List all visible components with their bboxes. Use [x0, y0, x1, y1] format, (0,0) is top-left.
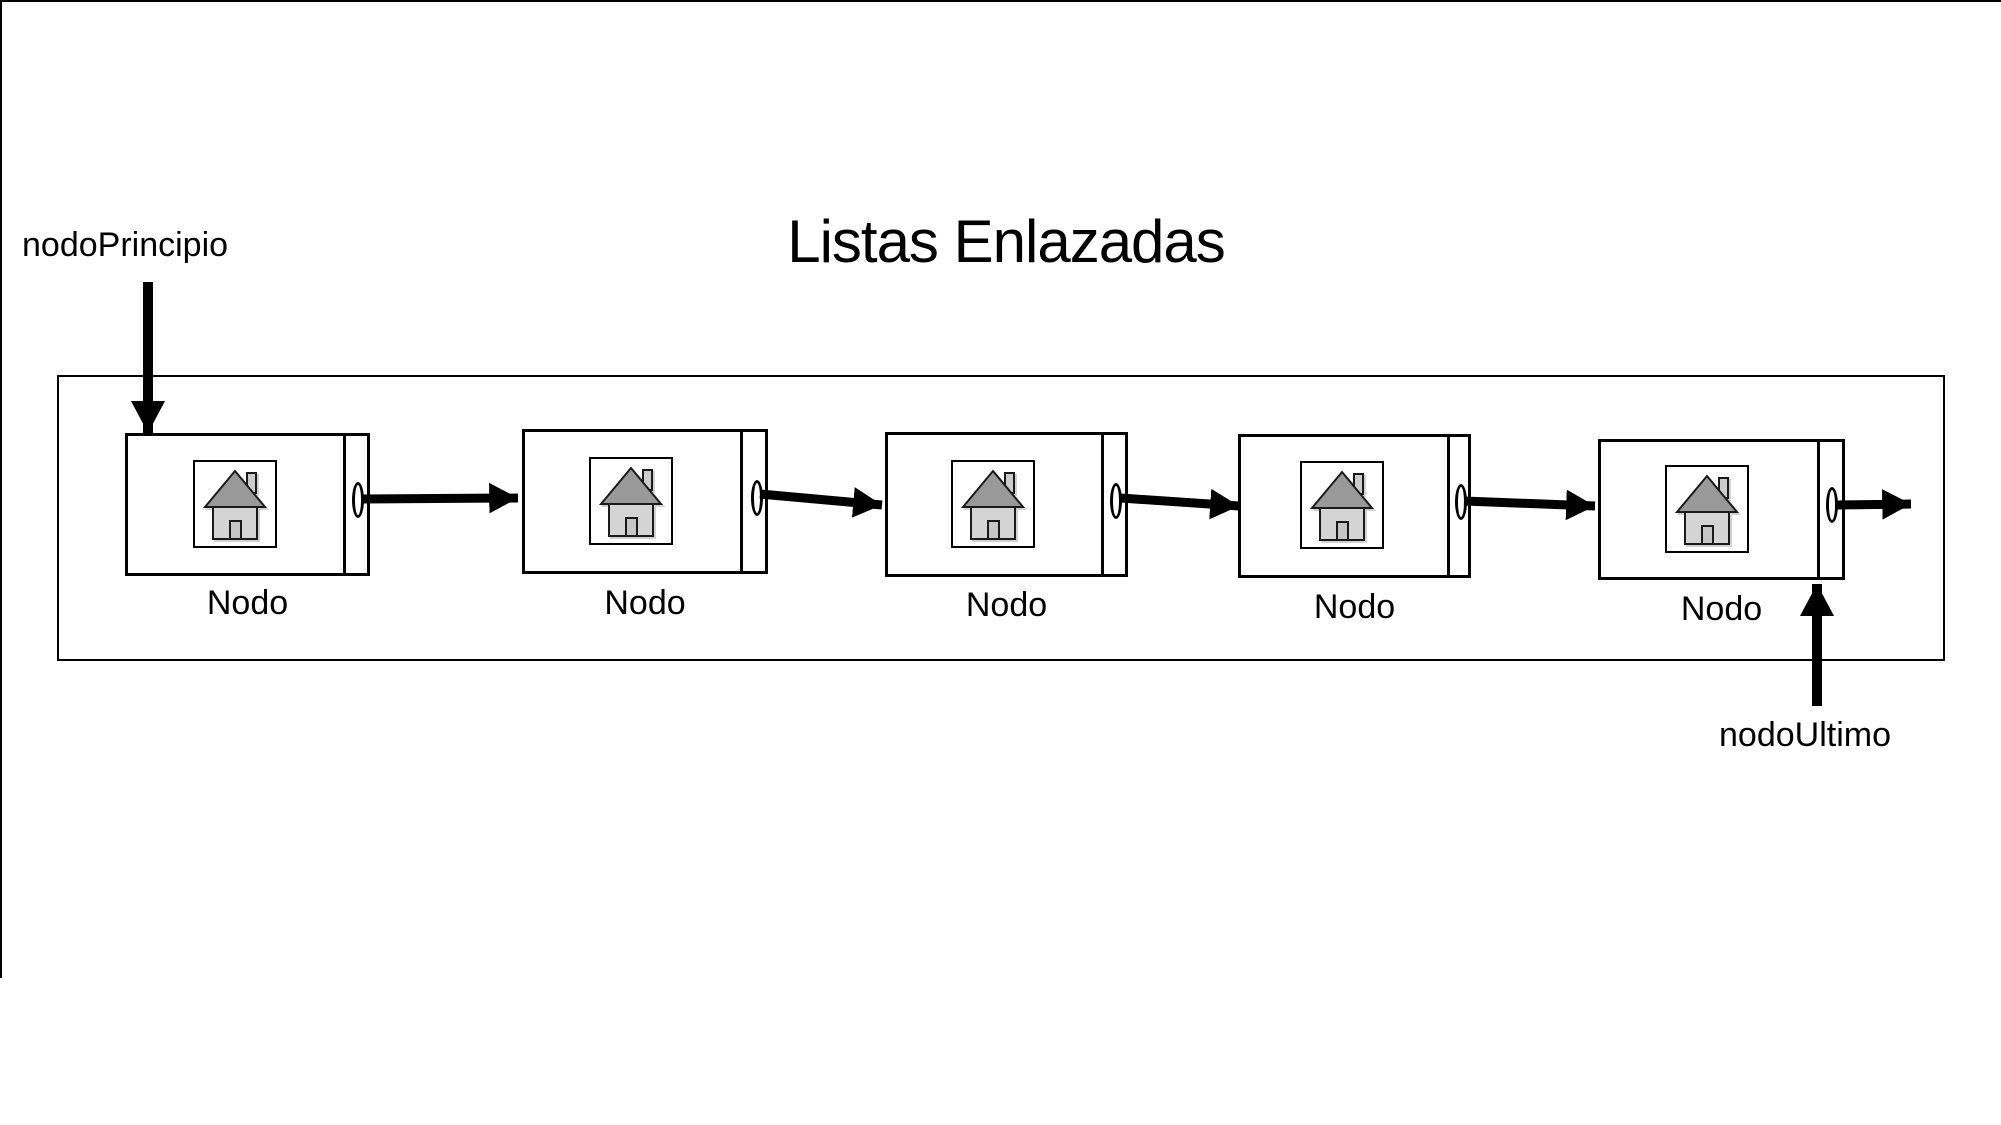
- pointer-origin-oval: [1110, 483, 1122, 519]
- node-label-1: Nodo: [206, 584, 289, 622]
- node-box-2: [522, 429, 768, 574]
- node-box-3: [885, 432, 1128, 577]
- pointer-divider: [740, 432, 743, 571]
- pointer-divider: [343, 436, 346, 573]
- house-door: [1701, 525, 1714, 545]
- pointer-divider: [1101, 435, 1104, 574]
- house-image-frame: [1665, 465, 1749, 553]
- node-label-4: Nodo: [1313, 588, 1396, 626]
- node-box-5: [1598, 439, 1845, 580]
- house-image-frame: [193, 460, 277, 548]
- house-image-frame: [589, 457, 673, 545]
- pointer-origin-oval: [352, 482, 364, 518]
- node-box-1: [125, 433, 370, 576]
- house-door: [1336, 521, 1349, 541]
- page-left-border: [0, 0, 2, 978]
- pointer-origin-oval: [1455, 484, 1467, 520]
- house-door: [625, 517, 638, 537]
- page-top-border: [0, 0, 2001, 2]
- house-icon: [1675, 474, 1739, 545]
- house-roof: [599, 466, 663, 505]
- node-label-2: Nodo: [604, 584, 686, 622]
- tail-pointer-label: nodoUltimo: [1719, 716, 1891, 754]
- node-label-3: Nodo: [965, 586, 1048, 624]
- house-roof: [1675, 474, 1739, 513]
- house-roof: [1310, 470, 1374, 509]
- house-image-frame: [1300, 461, 1384, 549]
- house-icon: [1310, 470, 1374, 541]
- pointer-origin-oval: [751, 480, 763, 516]
- node-label-5: Nodo: [1680, 590, 1763, 628]
- house-icon: [203, 469, 267, 540]
- house-roof: [203, 469, 267, 508]
- house-image-frame: [951, 460, 1035, 548]
- house-icon: [599, 466, 663, 537]
- diagram-title: Listas Enlazadas: [787, 208, 1226, 275]
- house-roof: [961, 469, 1025, 508]
- house-door: [229, 520, 242, 540]
- pointer-divider: [1817, 442, 1820, 577]
- pointer-origin-oval: [1826, 487, 1838, 523]
- pointer-divider: [1447, 437, 1450, 575]
- node-box-4: [1238, 434, 1471, 578]
- house-door: [987, 520, 1000, 540]
- house-icon: [961, 469, 1025, 540]
- head-pointer-label: nodoPrincipio: [22, 226, 229, 264]
